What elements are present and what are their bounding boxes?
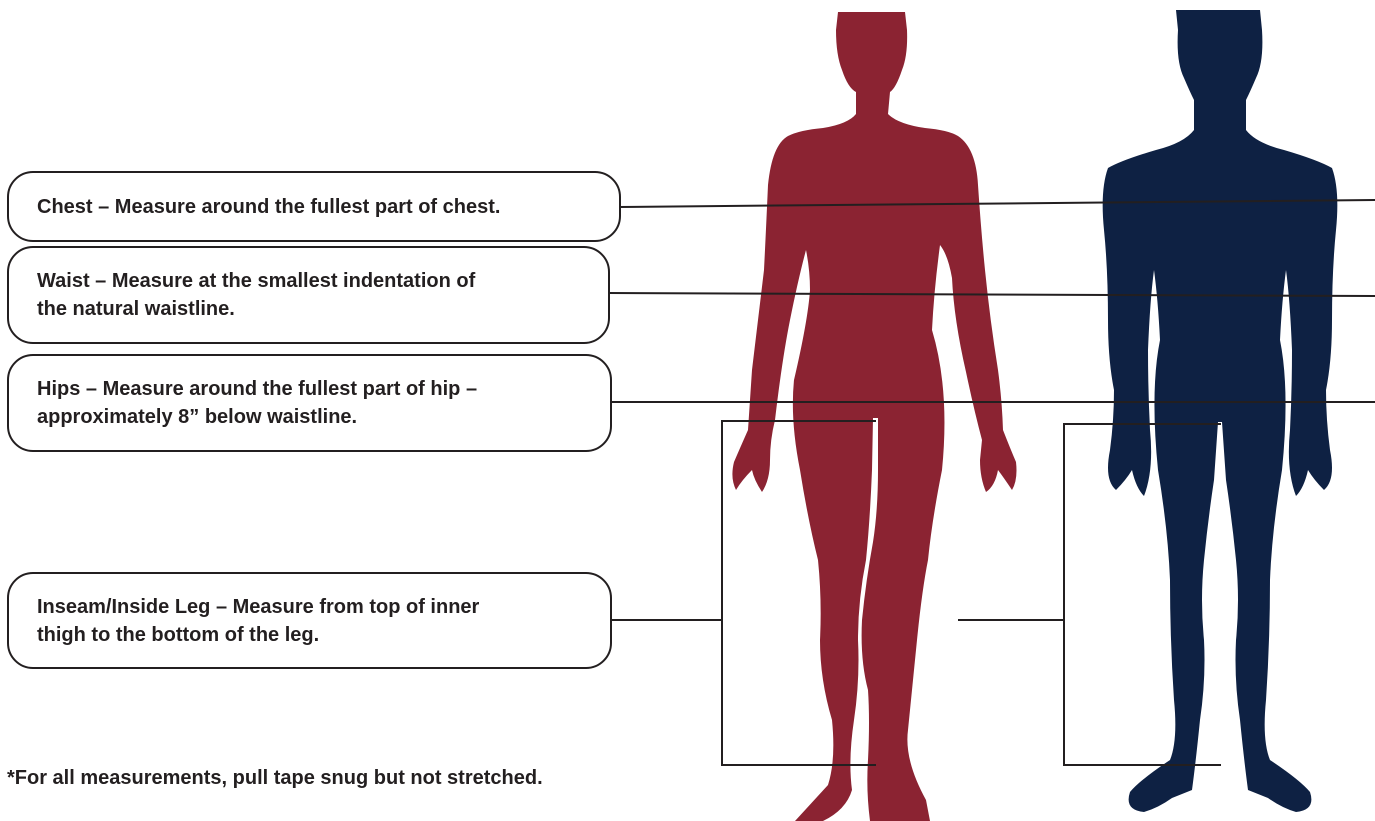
- waist-label-line1: Waist – Measure at the smallest indentat…: [37, 267, 475, 295]
- waist-label-line2: the natural waistline.: [37, 295, 475, 323]
- measurement-footnote: *For all measurements, pull tape snug bu…: [7, 767, 543, 790]
- female-figure-silhouette: [732, 12, 1016, 821]
- chest-label-text: Chest – Measure around the fullest part …: [37, 193, 500, 221]
- hips-label: Hips – Measure around the fullest part o…: [7, 354, 612, 452]
- chest-label: Chest – Measure around the fullest part …: [7, 171, 621, 242]
- inseam-label-line1: Inseam/Inside Leg – Measure from top of …: [37, 593, 479, 621]
- male-figure-silhouette: [1103, 10, 1338, 812]
- inseam-label: Inseam/Inside Leg – Measure from top of …: [7, 572, 612, 669]
- waist-label: Waist – Measure at the smallest indentat…: [7, 246, 610, 344]
- hips-label-line1: Hips – Measure around the fullest part o…: [37, 375, 477, 403]
- inseam-label-line2: thigh to the bottom of the leg.: [37, 621, 479, 649]
- hips-label-line2: approximately 8” below waistline.: [37, 403, 477, 431]
